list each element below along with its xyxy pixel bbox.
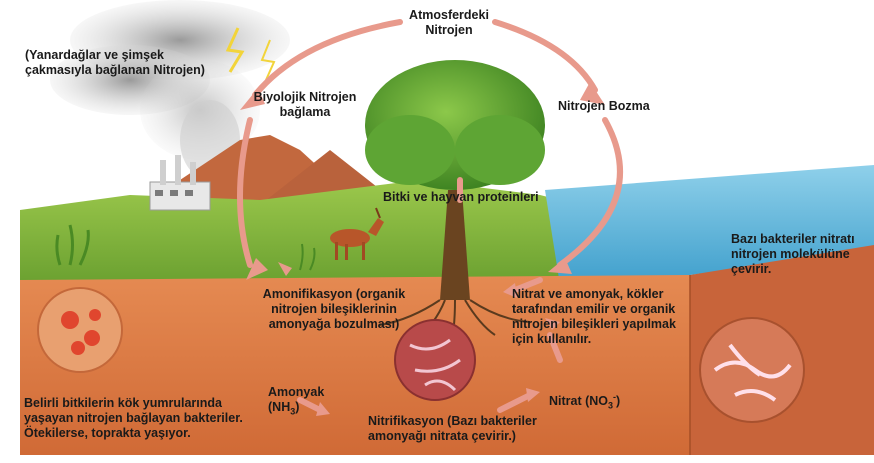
label-line: Amonyak: [268, 385, 324, 400]
label-line: amonyağa bozulması): [244, 317, 424, 332]
label-lightning-fixation: (Yanardağlar ve şimşek çakmasıyla bağlan…: [25, 48, 205, 78]
label-ammonia: Amonyak (NH3): [268, 385, 324, 420]
label-ammonification: Amonifikasyon (organik nitrojen bileşikl…: [244, 287, 424, 332]
label-line: tarafından emilir ve organik: [512, 302, 676, 317]
label-line: yaşayan nitrojen bağlayan bakteriler.: [24, 411, 243, 426]
label-line: (Yanardağlar ve şimşek: [25, 48, 205, 63]
nitrifying-bacteria-circle: [395, 320, 475, 400]
label-line: Biyolojik Nitrojen: [240, 90, 370, 105]
label-line: Bazı bakteriler nitratı: [731, 232, 855, 247]
label-line: nitrojen bileşiklerinin: [244, 302, 424, 317]
label-line: amonyağı nitrata çevirir.): [368, 429, 537, 444]
label-atmospheric-nitrogen: Atmosferdeki Nitrojen: [404, 8, 494, 38]
root-nodule-bacteria-circle: [38, 288, 122, 372]
label-line: çakmasıyla bağlanan Nitrojen): [25, 63, 205, 78]
label-line: bağlama: [240, 105, 370, 120]
label-line: nitrojen molekülüne: [731, 247, 855, 262]
label-biological-fixation: Biyolojik Nitrojen bağlama: [240, 90, 370, 120]
label-plant-animal-proteins: Bitki ve hayvan proteinleri: [383, 190, 539, 205]
label-nitrate-ammonia-absorbed: Nitrat ve amonyak, kökler tarafından emi…: [512, 287, 676, 347]
label-nitrate: Nitrat (NO3-): [549, 390, 620, 414]
label-line: Nitrifikasyon (Bazı bakteriler: [368, 414, 537, 429]
label-bacteria-nitrate: Bazı bakteriler nitratı nitrojen molekül…: [731, 232, 855, 277]
label-line: Atmosferdeki: [404, 8, 494, 23]
label-nitrification: Nitrifikasyon (Bazı bakteriler amonyağı …: [368, 414, 537, 444]
ammonia-formula: (NH3): [268, 400, 324, 420]
label-line: Belirli bitkilerin kök yumrularında: [24, 396, 243, 411]
label-line: Ötekilerse, toprakta yaşıyor.: [24, 426, 243, 441]
label-line: için kullanılır.: [512, 332, 676, 347]
label-line: Nitrat ve amonyak, kökler: [512, 287, 676, 302]
label-line: Amonifikasyon (organik: [244, 287, 424, 302]
label-line: çevirir.: [731, 262, 855, 277]
denitrifying-bacteria-circle: [700, 318, 804, 422]
label-line: Nitrojen: [404, 23, 494, 38]
label-root-nodule-bacteria: Belirli bitkilerin kök yumrularında yaşa…: [24, 396, 243, 441]
label-line: nitrojen bileşikleri yapılmak: [512, 317, 676, 332]
label-denitrification: Nitrojen Bozma: [558, 99, 650, 114]
